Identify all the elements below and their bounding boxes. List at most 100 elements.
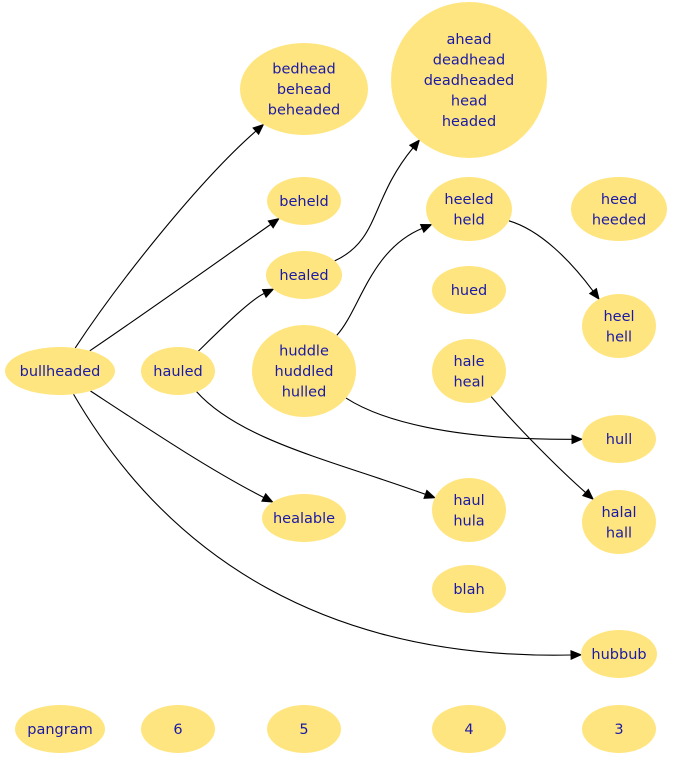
node-n4: 4 <box>432 705 506 753</box>
edge-bullheaded-to-beheld <box>89 223 272 352</box>
node-hull: hull <box>582 415 656 463</box>
edge-bullheaded-to-bedhead_group <box>74 130 257 349</box>
node-beheld: beheld <box>267 177 341 225</box>
node-heeled_group: heeled held <box>426 177 512 241</box>
node-label: healed <box>279 268 328 284</box>
node-heel_group: heel hell <box>582 294 656 358</box>
arrowhead-bullheaded-to-bedhead_group <box>252 123 265 136</box>
node-label: bullheaded <box>20 364 101 380</box>
edge-bullheaded-to-hubbub <box>73 393 572 656</box>
node-ellipse <box>267 177 341 225</box>
node-label: healable <box>273 511 335 527</box>
arrowhead-bullheaded-to-healable <box>261 492 274 503</box>
node-ellipse <box>432 339 506 403</box>
node-label: head <box>451 94 487 110</box>
node-huddle_group: huddle huddled hulled <box>252 325 356 417</box>
node-label: hubbub <box>591 647 646 663</box>
node-ellipse <box>432 478 506 542</box>
node-label: 5 <box>299 722 308 738</box>
node-label: hula <box>453 513 484 529</box>
arrowhead-huddle_group-to-hull <box>571 434 584 445</box>
edge-heeled_group-to-heel_group <box>508 220 594 292</box>
node-n6: 6 <box>141 705 215 753</box>
node-label: 3 <box>614 722 623 738</box>
node-heed_group: heed heeded <box>571 177 667 241</box>
arrowhead-bullheaded-to-hubbub <box>570 650 583 660</box>
edge-huddle_group-to-heeled_group <box>336 227 423 336</box>
node-ellipse <box>252 325 356 417</box>
node-label: behead <box>277 82 331 98</box>
node-label: deadheaded <box>424 73 515 89</box>
node-ellipse <box>262 494 346 542</box>
node-label: hued <box>451 283 488 299</box>
node-ellipse <box>15 705 105 753</box>
node-ellipse <box>5 347 115 395</box>
node-label: hauled <box>153 364 202 380</box>
node-ellipse <box>582 415 656 463</box>
node-bedhead_group: bedhead behead beheaded <box>240 43 368 135</box>
node-ellipse <box>571 177 667 241</box>
node-label: beheaded <box>268 103 340 119</box>
arrowhead-healed-to-ahead_group <box>408 139 421 152</box>
node-label: hall <box>606 525 632 541</box>
node-ellipse <box>141 705 215 753</box>
node-ellipse <box>432 565 506 613</box>
node-blah: blah <box>432 565 506 613</box>
node-halal_group: halal hall <box>582 490 656 554</box>
node-hubbub: hubbub <box>581 630 657 678</box>
edge-hale_group-to-halal_group <box>490 396 586 493</box>
node-ellipse <box>432 705 506 753</box>
node-label: heel <box>603 309 634 325</box>
edge-huddle_group-to-hull <box>345 397 573 440</box>
node-hauled: hauled <box>141 347 215 395</box>
node-label: 6 <box>173 722 182 738</box>
node-ellipse <box>391 2 547 158</box>
node-ellipse <box>582 294 656 358</box>
node-healable: healable <box>262 494 346 542</box>
node-label: hulled <box>282 385 327 401</box>
node-pangram: pangram <box>15 705 105 753</box>
node-label: hale <box>453 354 484 370</box>
node-n5: 5 <box>267 705 341 753</box>
node-ellipse <box>240 43 368 135</box>
node-ellipse <box>581 630 657 678</box>
node-label: hull <box>606 432 632 448</box>
node-ellipse <box>266 251 342 299</box>
node-label: hell <box>606 329 632 345</box>
node-label: pangram <box>27 722 92 738</box>
node-label: huddled <box>275 364 334 380</box>
node-label: deadhead <box>433 53 505 69</box>
node-ellipse <box>582 705 656 753</box>
node-label: huddle <box>279 344 329 360</box>
edge-hauled-to-haul_group <box>196 391 426 495</box>
node-label: haul <box>453 493 484 509</box>
node-label: blah <box>453 582 484 598</box>
arrowhead-heeled_group-to-heel_group <box>588 287 600 301</box>
node-n3: 3 <box>582 705 656 753</box>
node-bullheaded: bullheaded <box>5 347 115 395</box>
node-label: heed <box>601 192 637 208</box>
node-label: heeled <box>444 192 493 208</box>
node-label: heeded <box>592 212 646 228</box>
node-ellipse <box>582 490 656 554</box>
node-ellipse <box>432 266 506 314</box>
node-ellipse <box>426 177 512 241</box>
node-label: bedhead <box>272 62 336 78</box>
edges-layer <box>73 123 600 660</box>
node-haul_group: haul hula <box>432 478 506 542</box>
node-label: beheld <box>279 194 328 210</box>
arrowhead-bullheaded-to-beheld <box>267 217 280 229</box>
node-healed: healed <box>266 251 342 299</box>
node-label: halal <box>601 505 636 521</box>
arrowhead-hauled-to-healed <box>261 288 275 299</box>
node-ellipse <box>141 347 215 395</box>
arrowhead-hauled-to-haul_group <box>423 489 437 499</box>
arrowhead-huddle_group-to-heeled_group <box>419 224 433 234</box>
edge-hauled-to-healed <box>198 292 265 352</box>
node-label: 4 <box>464 722 473 738</box>
node-label: held <box>453 212 484 228</box>
